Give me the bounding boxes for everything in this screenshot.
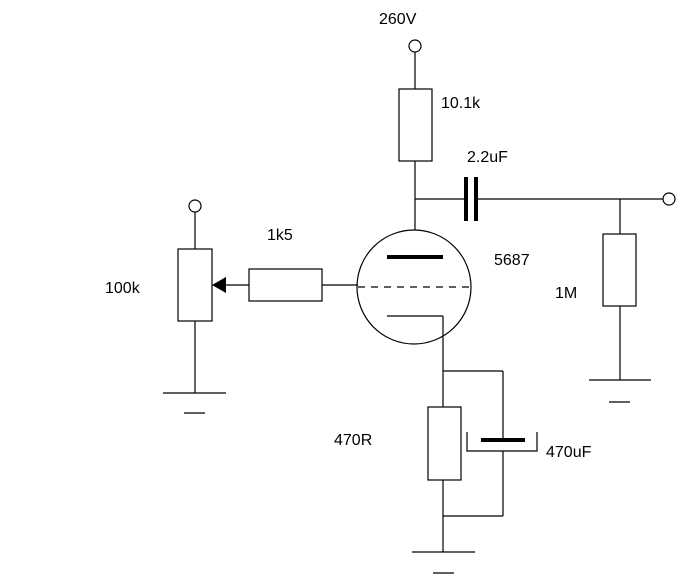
- cathode-resistor: [427, 316, 503, 552]
- plate-resistor: [398, 88, 433, 257]
- cathode-capacitor: [443, 371, 538, 517]
- triode-tube: [356, 229, 472, 345]
- output-terminal: [662, 192, 676, 206]
- supply-voltage-label: 260V: [379, 11, 417, 28]
- plate-resistor-label: 10.1k: [441, 95, 481, 112]
- input-terminal: [188, 199, 202, 249]
- supply-terminal: [408, 39, 422, 89]
- ground-symbol-load: [589, 379, 651, 403]
- ground-symbol-cathode: [412, 551, 475, 574]
- wiper-arrow-icon: [212, 277, 226, 293]
- potentiometer: [177, 248, 226, 393]
- grid-resistor-label: 1k5: [267, 227, 293, 244]
- load-resistor-label: 1M: [555, 285, 577, 302]
- grid-resistor: [225, 268, 358, 302]
- cathode-resistor-label: 470R: [334, 432, 372, 449]
- coupling-capacitor: [415, 177, 663, 221]
- load-resistor: [602, 199, 637, 380]
- ground-symbol-input: [163, 392, 226, 414]
- potentiometer-label: 100k: [105, 280, 141, 297]
- coupling-capacitor-label: 2.2uF: [467, 149, 508, 166]
- cathode-capacitor-label: 470uF: [546, 444, 592, 461]
- tube-label: 5687: [494, 252, 530, 269]
